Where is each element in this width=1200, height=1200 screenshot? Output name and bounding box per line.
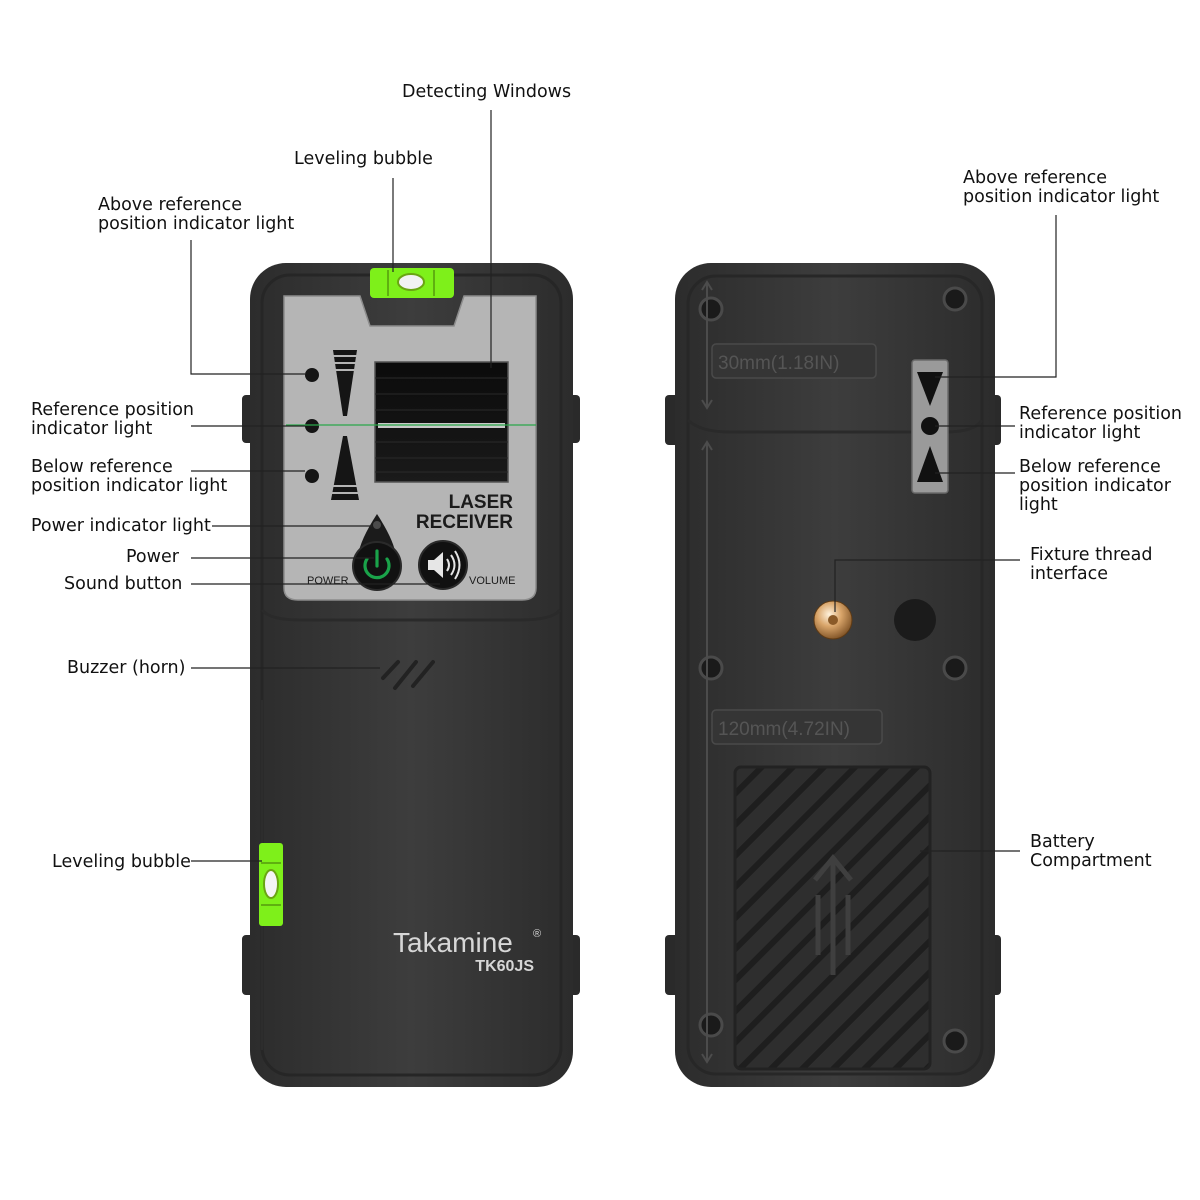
detecting-window	[375, 362, 508, 482]
back-device: 30mm(1.18IN) 120mm(4.72IN)	[665, 263, 1001, 1087]
model-text: TK60JS	[475, 958, 534, 975]
scale-30-text: 30mm(1.18IN)	[718, 353, 839, 374]
power-button[interactable]	[353, 542, 401, 590]
receiver-text: RECEIVER	[416, 512, 513, 533]
label-detecting-windows: Detecting Windows	[402, 83, 571, 102]
label-leveling-bubble-top: Leveling bubble	[294, 150, 433, 169]
front-device: LASER RECEIVER POWER VOLUME	[242, 263, 580, 1087]
scale-120-text: 120mm(4.72IN)	[718, 719, 850, 740]
label-battery-compartment: Battery Compartment	[1030, 833, 1152, 871]
back-hole	[894, 599, 936, 641]
volume-button[interactable]	[419, 541, 467, 589]
label-buzzer: Buzzer (horn)	[67, 659, 185, 678]
reference-light	[305, 419, 319, 433]
label-power-indicator: Power indicator light	[31, 517, 211, 536]
power-button-text: POWER	[307, 575, 349, 587]
label-sound-button: Sound button	[64, 575, 182, 594]
label-leveling-bubble-side: Leveling bubble	[52, 853, 191, 872]
label-below-reference-back: Below reference position indicator light	[1019, 458, 1171, 515]
volume-button-text: VOLUME	[469, 575, 515, 587]
registered-mark: ®	[533, 928, 541, 940]
label-above-reference-front: Above reference position indicator light	[98, 196, 294, 234]
label-above-reference-back: Above reference position indicator light	[963, 169, 1159, 207]
label-power: Power	[126, 548, 179, 567]
label-below-reference-front: Below reference position indicator light	[31, 458, 227, 496]
label-fixture-thread: Fixture thread interface	[1030, 546, 1152, 584]
laser-text: LASER	[449, 492, 514, 513]
below-reference-light	[305, 469, 319, 483]
label-reference-back: Reference position indicator light	[1019, 405, 1182, 443]
brand-text: Takamine	[393, 927, 513, 958]
label-reference-front: Reference position indicator light	[31, 401, 194, 439]
above-reference-light	[305, 368, 319, 382]
